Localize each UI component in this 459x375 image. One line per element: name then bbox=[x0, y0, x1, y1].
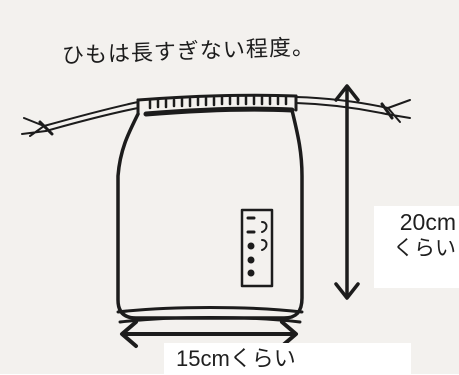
width-value: 15cm bbox=[176, 346, 230, 371]
bag-top-band bbox=[136, 93, 298, 117]
bag-bottom bbox=[116, 306, 304, 324]
height-label: 20cm くらい bbox=[374, 206, 459, 288]
width-arrow bbox=[120, 320, 298, 348]
bag-body bbox=[116, 108, 304, 320]
height-arrow bbox=[334, 84, 360, 300]
bag-tag bbox=[240, 208, 274, 288]
width-label: 15cmくらい bbox=[164, 343, 411, 374]
height-suffix: くらい bbox=[393, 237, 456, 260]
height-value: 20cm bbox=[399, 209, 456, 235]
drawstring-left bbox=[21, 101, 139, 137]
drawstring-right bbox=[295, 96, 411, 123]
width-suffix: くらい bbox=[229, 346, 296, 371]
